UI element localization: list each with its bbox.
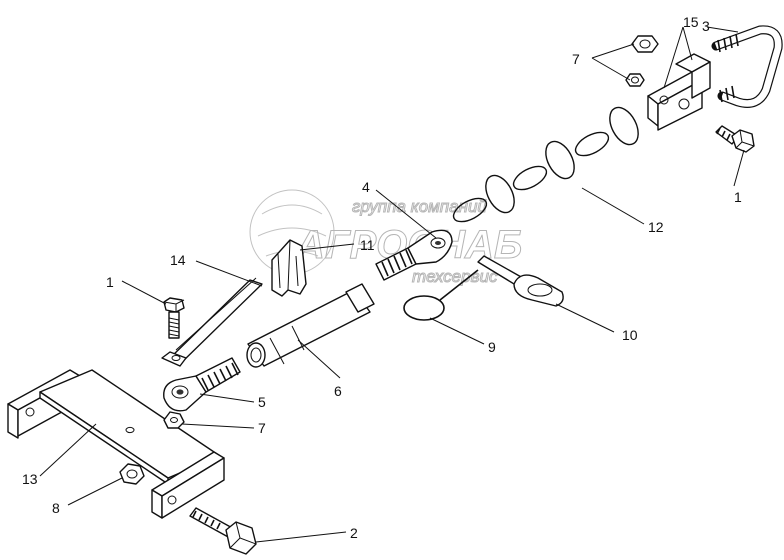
part-3-ubolt <box>711 25 783 108</box>
part-1-bolt-left <box>163 297 185 339</box>
part-8-nut <box>119 463 145 485</box>
callout-5: 5 <box>258 394 266 410</box>
callout-9: 9 <box>488 339 496 355</box>
callout-15: 15 <box>683 14 699 30</box>
part-7-nuts-upper <box>625 35 659 87</box>
callout-7-lower: 7 <box>258 420 266 436</box>
part-5-clevis <box>163 357 241 412</box>
part-9-ring <box>403 269 479 321</box>
part-6-tube <box>246 283 375 368</box>
leader-lines <box>39 26 745 543</box>
part-11-clip <box>271 239 307 297</box>
callout-13: 13 <box>22 471 38 487</box>
callout-11: 11 <box>360 237 375 253</box>
part-14-strap <box>161 277 263 367</box>
callout-6: 6 <box>334 383 342 399</box>
watermark-line3: техсервис <box>412 267 498 286</box>
part-7-nut-lower <box>163 411 185 429</box>
callout-8: 8 <box>52 500 60 516</box>
callout-1-right: 1 <box>734 189 742 205</box>
part-2-bolt <box>189 507 257 555</box>
part-13-base-bracket <box>7 369 225 519</box>
part-4-clevis <box>375 229 453 281</box>
callout-10: 10 <box>622 327 638 343</box>
callout-2: 2 <box>350 525 358 541</box>
part-10-pin <box>477 255 564 307</box>
callout-7-upper: 7 <box>572 51 580 67</box>
callout-14: 14 <box>170 252 186 268</box>
callout-labels: 15 3 7 7 1 1 12 4 11 14 6 9 10 5 13 8 2 <box>22 14 742 541</box>
part-12-chain <box>452 106 639 223</box>
part-1-bolt-right <box>715 125 755 153</box>
callout-1-left: 1 <box>106 274 114 290</box>
watermark-line1: группа компаний <box>352 197 487 216</box>
part-15-bracket <box>647 53 711 131</box>
callout-12: 12 <box>648 219 664 235</box>
callout-4: 4 <box>362 179 370 195</box>
callout-3: 3 <box>702 18 710 34</box>
